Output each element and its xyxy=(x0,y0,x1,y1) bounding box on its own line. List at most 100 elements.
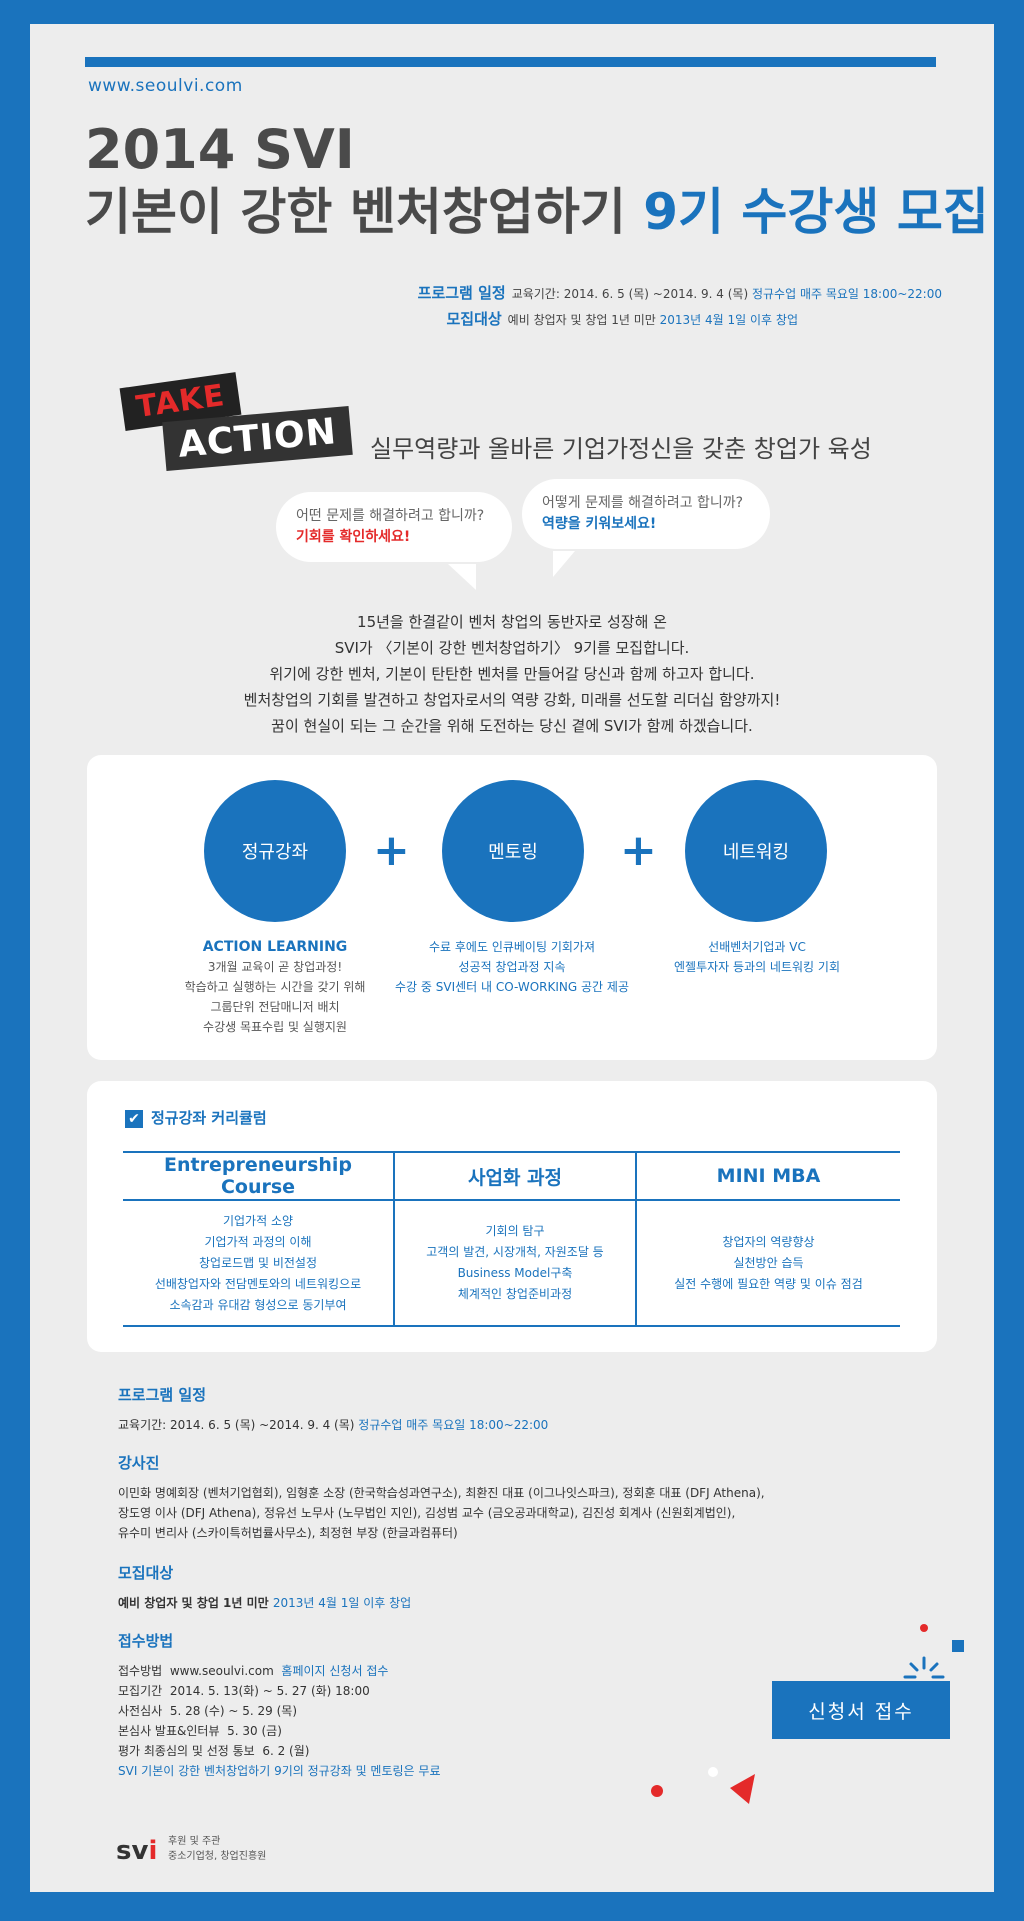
slogan: 실무역량과 올바른 기업가정신을 갖춘 창업가 육성 xyxy=(370,435,872,463)
section-title: 프로그램 일정 xyxy=(118,1386,207,1404)
title-main-text: 기본이 강한 벤처창업하기 xyxy=(85,183,644,241)
apply-label: 모집기간 xyxy=(118,1684,163,1698)
summary-schedule-label: 프로그램 일정 xyxy=(417,284,506,302)
lecturers-line: 이민화 명예회장 (벤처기업협회), 임형훈 소장 (한국학습성과연구소), 최… xyxy=(118,1486,765,1500)
intro-line: 위기에 강한 벤처, 기본이 탄탄한 벤처를 만들어갈 당신과 함께 하고자 합… xyxy=(269,665,755,683)
bubble-answer: 역량을 키워보세요! xyxy=(542,516,657,532)
title-year: 2014 SVI xyxy=(85,118,355,181)
section-title: 접수방법 xyxy=(118,1632,174,1650)
section-lecturers: 강사진 이민화 명예회장 (벤처기업협회), 임형훈 소장 (한국학습성과연구소… xyxy=(118,1452,765,1543)
summary-target: 모집대상 예비 창업자 및 창업 1년 미만 2013년 4월 1일 이후 창업 xyxy=(446,308,798,329)
curriculum-cell: 기업가적 소양 기업가적 과정의 이해 창업로드맵 및 비전설정 선배창업자와 … xyxy=(123,1200,394,1327)
apply-line: 본심사 발표&인터뷰 5. 30 (금) xyxy=(118,1721,440,1741)
intro-line: 벤처창업의 기회를 발견하고 창업자로서의 역량 강화, 미래를 선도할 리더십… xyxy=(243,691,781,709)
summary-target-text: 예비 창업자 및 창업 1년 미만 xyxy=(507,313,660,327)
section-body: 예비 창업자 및 창업 1년 미만 2013년 4월 1일 이후 창업 xyxy=(118,1593,411,1613)
logo-letter: s xyxy=(116,1836,132,1866)
pillar-desc-mentoring: 수료 후에도 인큐베이팅 기회가져 성공적 창업과정 지속 수강 중 SVI센터… xyxy=(377,937,647,997)
pillar-line: 수강생 목표수립 및 실행지원 xyxy=(203,1020,347,1034)
curriculum-col-title: Entrepreneurship Course xyxy=(123,1151,394,1201)
schedule-blue: 정규수업 매주 목요일 18:00~22:00 xyxy=(358,1418,549,1432)
svi-logo: svi xyxy=(116,1836,157,1866)
bubble-opportunity: 어떤 문제를 해결하려고 합니까? 기회를 확인하세요! xyxy=(276,492,512,562)
apply-line: 접수방법 www.seoulvi.com 홈페이지 신청서 접수 xyxy=(118,1661,440,1681)
lecturers-line: 장도영 이사 (DFJ Athena), 정유선 노무사 (노무법인 지인), … xyxy=(118,1506,736,1520)
footer-line: 중소기업청, 창업진흥원 xyxy=(168,1851,267,1862)
section-schedule: 프로그램 일정 교육기간: 2014. 6. 5 (목) ~2014. 9. 4… xyxy=(118,1384,548,1435)
bubble-question: 어떤 문제를 해결하려고 합니까? xyxy=(296,508,485,524)
curriculum-cell: 창업자의 역량향상 실천방안 습득 실전 수행에 필요한 역량 및 이슈 점검 xyxy=(635,1200,900,1327)
curriculum-col-title: MINI MBA xyxy=(635,1151,900,1201)
curriculum-line: 기회의 탐구 xyxy=(485,1224,545,1238)
pillar-line: 수료 후에도 인큐베이팅 기회가져 xyxy=(428,940,595,954)
pillar-mentoring: 멘토링 xyxy=(442,780,584,922)
top-accent-bar xyxy=(85,57,936,67)
apply-label: 본심사 발표&인터뷰 xyxy=(118,1724,220,1738)
apply-line: 평가 최종심의 및 선정 통보 6. 2 (월) xyxy=(118,1741,440,1761)
apply-value: 2014. 5. 13(화) ~ 5. 27 (화) 18:00 xyxy=(169,1684,370,1698)
summary-target-blue: 2013년 4월 1일 이후 창업 xyxy=(659,313,798,327)
summary-schedule: 프로그램 일정 교육기간: 2014. 6. 5 (목) ~2014. 9. 4 … xyxy=(418,282,942,303)
apply-label: 접수방법 xyxy=(118,1664,163,1678)
take-action-logo: TAKE ACTION xyxy=(112,372,362,480)
section-body: 이민화 명예회장 (벤처기업협회), 임형훈 소장 (한국학습성과연구소), 최… xyxy=(118,1483,765,1543)
curriculum-line: 선배창업자와 전담멘토와의 네트워킹으로 xyxy=(154,1276,362,1291)
section-apply: 접수방법 접수방법 www.seoulvi.com 홈페이지 신청서 접수 모집… xyxy=(118,1630,440,1781)
curriculum-line: 창업자의 역량향상 xyxy=(722,1234,815,1249)
section-body: 교육기간: 2014. 6. 5 (목) ~2014. 9. 4 (목) 정규수… xyxy=(118,1415,548,1435)
logo-letter: i xyxy=(148,1836,158,1866)
pillar-head: ACTION LEARNING xyxy=(202,939,348,955)
apply-value: 6. 2 (월) xyxy=(262,1744,310,1758)
summary-schedule-text: 교육기간: 2014. 6. 5 (목) ~2014. 9. 4 (목) xyxy=(511,287,752,301)
intro-line: SVI가 〈기본이 강한 벤처창업하기〉 9기를 모집합니다. xyxy=(334,639,690,657)
curriculum-line: 창업로드맵 및 비전설정 xyxy=(198,1255,318,1270)
title-main: 기본이 강한 벤처창업하기 9기 수강생 모집 xyxy=(85,182,989,242)
apply-value: 5. 28 (수) ~ 5. 29 (목) xyxy=(169,1704,297,1718)
site-url[interactable]: www.seoulvi.com xyxy=(88,76,243,96)
apply-line: 사전심사 5. 28 (수) ~ 5. 29 (목) xyxy=(118,1701,440,1721)
logo-letter: v xyxy=(131,1836,149,1866)
apply-value[interactable]: www.seoulvi.com xyxy=(169,1664,274,1678)
curriculum-col-title: 사업화 과정 xyxy=(393,1151,636,1201)
lecturers-line: 유수미 변리사 (스카이특허법률사무소), 최정현 부장 (한글과컴퓨터) xyxy=(118,1526,458,1540)
curriculum-header-row: Entrepreneurship Course 사업화 과정 MINI MBA xyxy=(123,1151,900,1201)
checkbox-icon: ✔ xyxy=(125,1109,143,1128)
pillar-line: 학습하고 실행하는 시간을 갖기 위해 xyxy=(184,980,366,994)
apply-value: 5. 30 (금) xyxy=(227,1724,282,1738)
footer-sponsor: 후원 및 주관 중소기업청, 창업진흥원 xyxy=(168,1834,266,1864)
intro-line: 15년을 한결같이 벤처 창업의 동반자로 성장해 온 xyxy=(357,613,667,631)
curriculum-content-row: 기업가적 소양 기업가적 과정의 이해 창업로드맵 및 비전설정 선배창업자와 … xyxy=(123,1200,900,1327)
apply-note: SVI 기본이 강한 벤처창업하기 9기의 정규강좌 및 멘토링은 무료 xyxy=(118,1764,441,1778)
curriculum-card: ✔정규강좌 커리큘럼 Entrepreneurship Course 사업화 과… xyxy=(87,1081,937,1352)
program-pillars-card: 정규강좌 + 멘토링 + 네트워킹 ACTION LEARNING 3개월 교육… xyxy=(87,755,937,1060)
section-body: 접수방법 www.seoulvi.com 홈페이지 신청서 접수 모집기간 20… xyxy=(118,1661,440,1781)
curriculum-line: 기업가적 소양 xyxy=(222,1213,294,1228)
pillar-line: 수강 중 SVI센터 내 CO-WORKING 공간 제공 xyxy=(395,980,629,994)
apply-button[interactable]: 신청서 접수 xyxy=(772,1681,950,1739)
section-title: 모집대상 xyxy=(118,1564,174,1582)
curriculum-line: Business Model구축 xyxy=(457,1266,573,1280)
pillar-line: 성공적 창업과정 지속 xyxy=(458,960,566,974)
curriculum-line: 기업가적 과정의 이해 xyxy=(204,1234,312,1249)
pillar-line: 그룹단위 전담매니저 배치 xyxy=(210,1000,340,1014)
bubble-capability: 어떻게 문제를 해결하려고 합니까? 역량을 키워보세요! xyxy=(522,479,770,549)
intro-paragraph: 15년을 한결같이 벤처 창업의 동반자로 성장해 온 SVI가 〈기본이 강한… xyxy=(30,609,994,739)
pillar-line: 3개월 교육이 곧 창업과정! xyxy=(207,960,343,974)
footer-line: 후원 및 주관 xyxy=(168,1836,221,1847)
section-title: 강사진 xyxy=(118,1454,160,1472)
curriculum-heading: ✔정규강좌 커리큘럼 xyxy=(125,1107,267,1128)
summary-target-label: 모집대상 xyxy=(446,310,502,328)
curriculum-cell: 기회의 탐구 고객의 발견, 시장개척, 자원조달 등 Business Mod… xyxy=(393,1200,636,1327)
curriculum-table: Entrepreneurship Course 사업화 과정 MINI MBA … xyxy=(123,1151,900,1327)
intro-line: 꿈이 현실이 되는 그 순간을 위해 도전하는 당신 곁에 SVI가 함께 하겠… xyxy=(271,717,753,735)
curriculum-line: 실전 수행에 필요한 역량 및 이슈 점검 xyxy=(674,1276,863,1291)
apply-label: 평가 최종심의 및 선정 통보 xyxy=(118,1744,255,1758)
apply-line: 모집기간 2014. 5. 13(화) ~ 5. 27 (화) 18:00 xyxy=(118,1681,440,1701)
pillar-desc-networking: 선배벤처기업과 VC 엔젤투자자 등과의 네트워킹 기회 xyxy=(647,937,867,977)
pillar-regular-course: 정규강좌 xyxy=(204,780,346,922)
curriculum-line: 소속감과 유대감 형성으로 동기부여 xyxy=(169,1297,347,1312)
shape-decoration xyxy=(651,1767,755,1804)
plus-icon: + xyxy=(620,825,657,876)
bubble-tail-left xyxy=(448,564,476,590)
curriculum-line: 체계적인 창업준비과정 xyxy=(457,1287,573,1301)
